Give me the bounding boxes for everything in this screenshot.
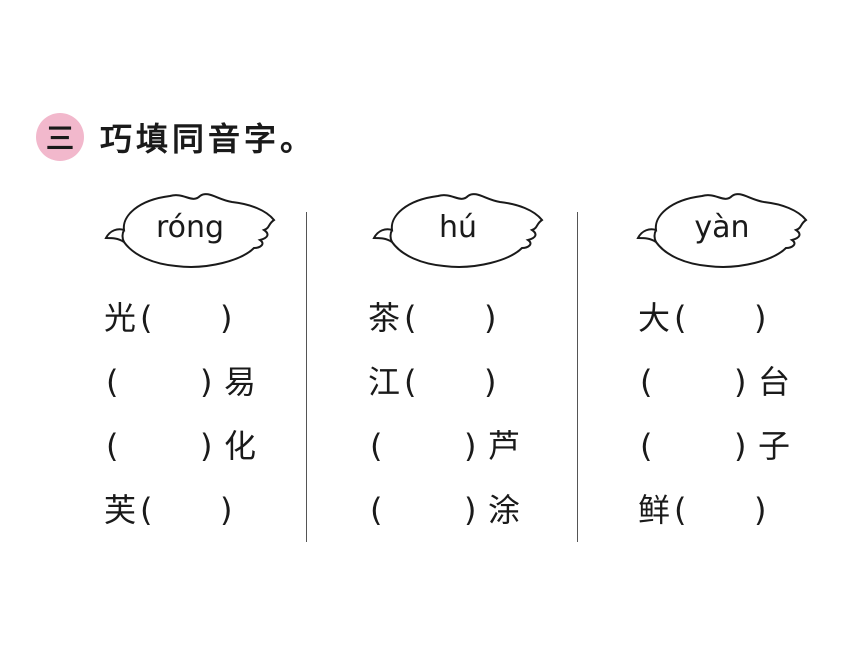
word-row: ( ) 台 <box>638 362 818 402</box>
char-before: 鲜 <box>638 491 671 529</box>
char-before: 大 <box>638 299 671 337</box>
char-after: 化 <box>224 427 257 465</box>
word-row: 芙 ( ) <box>104 490 284 530</box>
open-paren: ( <box>674 299 687 337</box>
close-paren: ) <box>464 491 477 529</box>
open-paren: ( <box>106 427 119 465</box>
leaf-icon <box>372 193 544 268</box>
word-row: 光 ( ) <box>104 298 284 338</box>
close-paren: ) <box>220 491 233 529</box>
open-paren: ( <box>640 427 653 465</box>
open-paren: ( <box>370 427 383 465</box>
word-row: ( ) 易 <box>104 362 284 402</box>
close-paren: ) <box>220 299 233 337</box>
char-before: 芙 <box>104 491 137 529</box>
open-paren: ( <box>404 299 417 337</box>
leaf-label-1: róng <box>100 186 280 274</box>
close-paren: ) <box>484 299 497 337</box>
leaf-label-3: yàn <box>632 186 812 274</box>
word-row: 江 ( ) <box>368 362 548 402</box>
word-row: 大 ( ) <box>638 298 818 338</box>
word-row: ( ) 化 <box>104 426 284 466</box>
leaf-icon <box>636 193 808 268</box>
section-number-badge: 三 <box>36 113 84 161</box>
pinyin-label: hú <box>438 210 478 245</box>
column-divider-2 <box>577 212 578 542</box>
open-paren: ( <box>140 299 153 337</box>
open-paren: ( <box>674 491 687 529</box>
open-paren: ( <box>640 363 653 401</box>
char-after: 子 <box>758 427 791 465</box>
close-paren: ) <box>200 363 213 401</box>
exercise-header: 三 巧填同音字。 <box>36 112 316 162</box>
close-paren: ) <box>754 491 767 529</box>
exercise-title: 巧填同音字。 <box>100 120 317 158</box>
open-paren: ( <box>106 363 119 401</box>
pinyin-label: yàn <box>694 210 750 245</box>
word-row: ( ) 涂 <box>368 490 548 530</box>
char-after: 台 <box>758 363 791 401</box>
word-row: ( ) 芦 <box>368 426 548 466</box>
char-before: 光 <box>104 299 137 337</box>
open-paren: ( <box>140 491 153 529</box>
close-paren: ) <box>200 427 213 465</box>
open-paren: ( <box>370 491 383 529</box>
char-after: 易 <box>224 363 257 401</box>
char-before: 茶 <box>368 299 401 337</box>
close-paren: ) <box>464 427 477 465</box>
column-divider-1 <box>306 212 307 542</box>
close-paren: ) <box>734 363 747 401</box>
close-paren: ) <box>734 427 747 465</box>
word-row: 鲜 ( ) <box>638 490 818 530</box>
leaf-label-2: hú <box>368 186 548 274</box>
close-paren: ) <box>754 299 767 337</box>
char-before: 江 <box>368 363 401 401</box>
word-row: 茶 ( ) <box>368 298 548 338</box>
leaf-icon <box>104 193 276 268</box>
open-paren: ( <box>404 363 417 401</box>
word-row: ( ) 子 <box>638 426 818 466</box>
close-paren: ) <box>484 363 497 401</box>
char-after: 芦 <box>488 427 521 465</box>
char-after: 涂 <box>488 491 521 529</box>
pinyin-label: róng <box>155 210 225 245</box>
